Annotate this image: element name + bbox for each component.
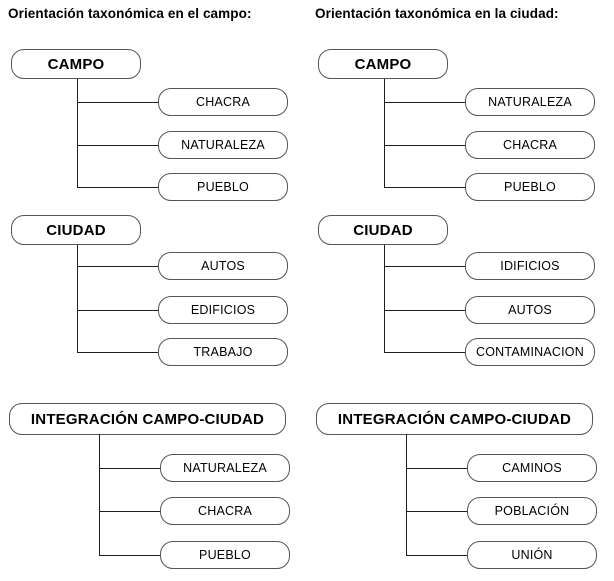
child-node: NATURALEZA bbox=[158, 131, 288, 159]
child-node: IDIFICIOS bbox=[465, 252, 595, 280]
child-node: POBLACIÓN bbox=[467, 497, 597, 525]
branch-line bbox=[384, 352, 465, 353]
branch-line bbox=[406, 468, 467, 469]
branch-line bbox=[77, 102, 158, 103]
branch-line bbox=[99, 511, 160, 512]
child-node: EDIFICIOS bbox=[158, 296, 288, 324]
diagram-title-ciudad: Orientación taxonómica en la ciudad: bbox=[315, 6, 559, 21]
child-node: NATURALEZA bbox=[465, 88, 595, 116]
branch-line bbox=[384, 187, 465, 188]
branch-line bbox=[77, 266, 158, 267]
parent-node-integracion: INTEGRACIÓN CAMPO-CIUDAD bbox=[9, 403, 286, 435]
child-node: NATURALEZA bbox=[160, 454, 290, 482]
child-node: CHACRA bbox=[465, 131, 595, 159]
parent-node-ciudad: CIUDAD bbox=[318, 215, 448, 245]
branch-line bbox=[99, 555, 160, 556]
branch-line bbox=[77, 352, 158, 353]
parent-node-campo: CAMPO bbox=[11, 49, 141, 79]
branch-line bbox=[384, 266, 465, 267]
child-node: CONTAMINACION bbox=[465, 338, 595, 366]
branch-line bbox=[384, 102, 465, 103]
branch-line bbox=[384, 310, 465, 311]
child-node: CAMINOS bbox=[467, 454, 597, 482]
child-node: AUTOS bbox=[158, 252, 288, 280]
diagram-title-campo: Orientación taxonómica en el campo: bbox=[8, 6, 252, 21]
trunk-line bbox=[77, 79, 78, 188]
child-node: PUEBLO bbox=[158, 173, 288, 201]
branch-line bbox=[99, 468, 160, 469]
diagram-column-campo: Orientación taxonómica en el campo: CAMP… bbox=[8, 6, 290, 569]
trunk-line bbox=[406, 434, 407, 556]
trunk-line bbox=[384, 245, 385, 353]
branch-line bbox=[406, 511, 467, 512]
child-node: UNIÓN bbox=[467, 541, 597, 569]
trunk-line bbox=[77, 245, 78, 353]
child-node: PUEBLO bbox=[160, 541, 290, 569]
child-node: CHACRA bbox=[160, 497, 290, 525]
branch-line bbox=[77, 187, 158, 188]
child-node: TRABAJO bbox=[158, 338, 288, 366]
branch-line bbox=[77, 145, 158, 146]
branch-line bbox=[77, 310, 158, 311]
branch-line bbox=[384, 145, 465, 146]
parent-node-integracion: INTEGRACIÓN CAMPO-CIUDAD bbox=[316, 403, 593, 435]
trunk-line bbox=[384, 79, 385, 188]
trunk-line bbox=[99, 434, 100, 556]
parent-node-ciudad: CIUDAD bbox=[11, 215, 141, 245]
branch-line bbox=[406, 555, 467, 556]
diagram-column-ciudad: Orientación taxonómica en la ciudad: CAM… bbox=[307, 0, 614, 581]
child-node: CHACRA bbox=[158, 88, 288, 116]
child-node: AUTOS bbox=[465, 296, 595, 324]
child-node: PUEBLO bbox=[465, 173, 595, 201]
parent-node-campo: CAMPO bbox=[318, 49, 448, 79]
